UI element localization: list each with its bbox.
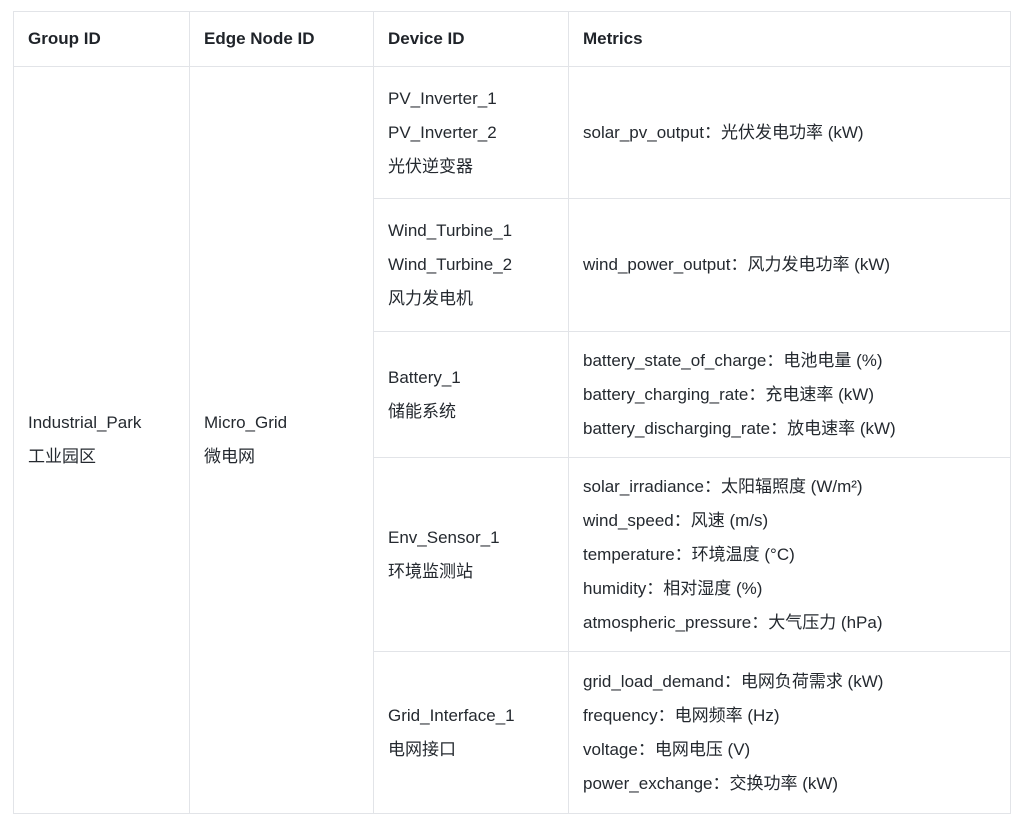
metric-line: atmospheric_pressure：大气压力 (hPa) [583, 612, 883, 632]
header-row: Group ID Edge Node ID Device ID Metrics [13, 11, 1011, 67]
device-id-line: Wind_Turbine_1 [388, 221, 513, 240]
metric-line: solar_pv_output：光伏发电功率 (kW) [583, 122, 864, 142]
device-name-zh: 光伏逆变器 [388, 156, 473, 176]
metric-line: humidity：相对湿度 (%) [583, 578, 763, 598]
device-cell: Wind_Turbine_1 Wind_Turbine_2 风力发电机 [373, 198, 569, 332]
header-device-id: Device ID [373, 11, 569, 67]
device-id-line: Env_Sensor_1 [388, 527, 500, 547]
metric-line: temperature：环境温度 (°C) [583, 544, 795, 564]
device-id-line: Battery_1 [388, 367, 461, 387]
metric-line: battery_charging_rate：充电速率 (kW) [583, 384, 874, 404]
device-name-zh: 风力发电机 [388, 289, 473, 308]
device-cell: Grid_Interface_1 电网接口 [373, 651, 569, 814]
metric-line: power_exchange：交换功率 (kW) [583, 773, 839, 793]
device-id-line: Wind_Turbine_2 [388, 255, 513, 274]
table-row-env-sensor: Env_Sensor_1 环境监测站 solar_irradiance：太阳辐照… [14, 457, 1011, 652]
group-id-name-zh: 工业园区 [28, 447, 96, 466]
table-row-grid-interface: Grid_Interface_1 电网接口 grid_load_demand：电… [14, 651, 1011, 814]
metrics-cell: grid_load_demand：电网负荷需求 (kW) frequency：电… [568, 651, 1011, 814]
edge-node-value: Micro_Grid [204, 413, 288, 432]
group-id-cell: Industrial_Park 工业园区 [13, 66, 190, 814]
table-row-battery: Battery_1 储能系统 battery_state_of_charge：电… [14, 331, 1011, 458]
metrics-cell: solar_irradiance：太阳辐照度 (W/m²) wind_speed… [568, 457, 1011, 652]
table-row-pv-inverter: Industrial_Park 工业园区 Micro_Grid 微电网 PV_I… [13, 66, 1011, 814]
device-cell: Battery_1 储能系统 [373, 331, 569, 458]
edge-node-cell: Micro_Grid 微电网 [189, 66, 374, 814]
device-name-zh: 电网接口 [388, 739, 456, 759]
device-name-zh: 储能系统 [388, 401, 456, 421]
metric-line: voltage：电网电压 (V) [583, 739, 751, 759]
metric-line: battery_state_of_charge：电池电量 (%) [583, 350, 883, 370]
metric-line: battery_discharging_rate：放电速率 (kW) [583, 418, 896, 438]
header-edge-node-id: Edge Node ID [189, 11, 374, 67]
metrics-cell: solar_pv_output：光伏发电功率 (kW) [568, 66, 1011, 199]
table-row-wind-turbine: Wind_Turbine_1 Wind_Turbine_2 风力发电机 wind… [14, 198, 1011, 332]
device-cell: Env_Sensor_1 环境监测站 [373, 457, 569, 652]
group-id-value: Industrial_Park [28, 413, 142, 432]
device-id-line: Grid_Interface_1 [388, 705, 515, 725]
metric-line: frequency：电网频率 (Hz) [583, 705, 780, 725]
header-group-id: Group ID [13, 11, 190, 67]
device-metrics-table: Group ID Edge Node ID Device ID Metrics … [13, 11, 1011, 814]
edge-node-name-zh: 微电网 [204, 447, 255, 466]
metric-line: grid_load_demand：电网负荷需求 (kW) [583, 671, 884, 691]
device-cell: PV_Inverter_1 PV_Inverter_2 光伏逆变器 [373, 66, 569, 199]
metrics-cell: wind_power_output：风力发电功率 (kW) [568, 198, 1011, 332]
metric-line: solar_irradiance：太阳辐照度 (W/m²) [583, 476, 863, 496]
metric-line: wind_speed：风速 (m/s) [583, 510, 769, 530]
device-id-line: PV_Inverter_1 [388, 88, 497, 108]
metrics-cell: battery_state_of_charge：电池电量 (%) battery… [568, 331, 1011, 458]
header-metrics: Metrics [568, 11, 1011, 67]
device-name-zh: 环境监测站 [388, 561, 473, 581]
device-id-line: PV_Inverter_2 [388, 122, 497, 142]
metric-line: wind_power_output：风力发电功率 (kW) [583, 255, 891, 274]
